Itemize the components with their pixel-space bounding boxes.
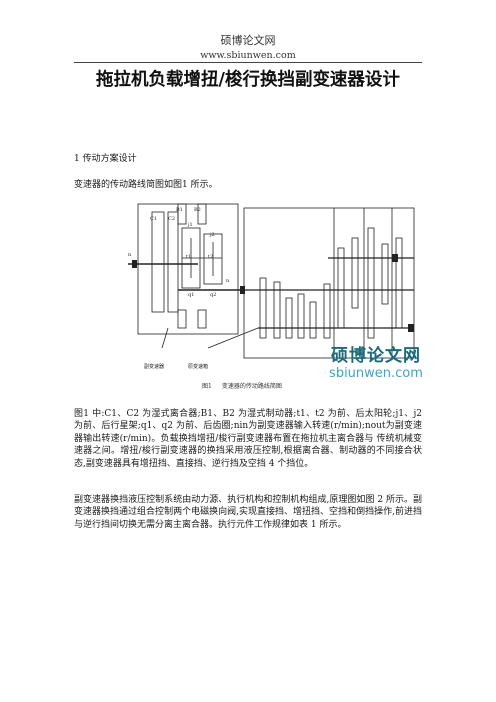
label-c1: C1: [150, 216, 158, 222]
figure-caption-text: 变速器的传动路线简图: [221, 383, 282, 390]
intro-paragraph: 变速器的传动路线简图如图1 所示。: [74, 180, 218, 190]
label-nin: n: [128, 252, 132, 258]
label-q1: q1: [188, 292, 195, 298]
section-heading: 1 传动方案设计: [74, 154, 137, 164]
label-t2: t2: [208, 254, 214, 260]
watermark-logo: 硕博论文网 sbiunwen.com: [318, 346, 434, 381]
page-header: 硕博论文网 www.sbiunwen.com: [0, 34, 496, 62]
transmission-schematic: [128, 203, 415, 359]
label-c2: C2: [168, 216, 176, 222]
label-j1: j1: [188, 222, 193, 228]
header-divider: [74, 62, 422, 63]
body-paragraph-1: 图1 中:C1、C2 为湿式离合器;B1、B2 为湿式制动器;t1、t2 为前、…: [74, 409, 422, 469]
label-aux-gearbox: 副变速器: [144, 364, 165, 370]
label-b2: B2: [194, 207, 201, 213]
label-q2: q2: [210, 292, 217, 298]
label-nout: n: [226, 278, 230, 284]
figure-caption: 图1 变速器的传动路线简图: [202, 383, 282, 391]
watermark-en: sbiunwen.com: [329, 366, 423, 381]
label-b1: B1: [176, 207, 183, 213]
body-paragraph-2: 副变速器换挡液压控制系统由动力源、执行机构和控制机构组成,原理图如图 2 所示。…: [74, 495, 422, 530]
transmission-diagram: B1 B2 C1 C2 j1 j2 t1 t2 q1 q2 n n 副变速器 原…: [128, 198, 434, 394]
label-t1: t1: [186, 254, 192, 260]
watermark-cn: 硕博论文网: [331, 346, 421, 366]
site-name: 硕博论文网: [220, 34, 276, 47]
document-title: 拖拉机负载增扭/梭行换挡副变速器设计: [96, 70, 400, 90]
label-main-gearbox: 原变速箱: [188, 364, 209, 370]
site-url[interactable]: www.sbiunwen.com: [200, 50, 296, 61]
figure-caption-number: 图1: [202, 383, 212, 390]
label-j2: j2: [210, 232, 215, 238]
